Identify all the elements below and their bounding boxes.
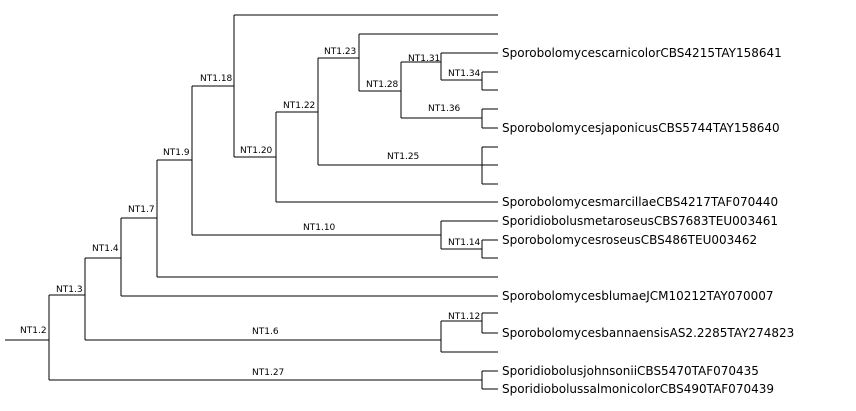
node-label-nt1-18: NT1.18 <box>200 74 233 84</box>
node-label-nt1-23: NT1.23 <box>324 47 356 57</box>
node-label-nt1-9: NT1.9 <box>163 148 190 158</box>
node-label-nt1-31: NT1.31 <box>408 54 440 64</box>
node-label-nt1-20: NT1.20 <box>240 146 273 156</box>
leaf-label-japonicus: SporobolomycesjaponicusCBS5744TAY158640 <box>502 121 780 135</box>
node-label-nt1-36: NT1.36 <box>428 104 461 114</box>
leaf-label-carnicolor: SporobolomycescarnicolorCBS4215TAY158641 <box>502 46 782 60</box>
node-label-nt1-25: NT1.25 <box>387 152 419 162</box>
leaf-label-bannaensis: SporobolomycesbannaensisAS2.2285TAY27482… <box>502 326 794 340</box>
node-label-nt1-27: NT1.27 <box>252 368 284 378</box>
leaf-label-johnsonii: SporidiobolusjohnsoniiCBS5470TAF070435 <box>502 364 759 378</box>
leaf-label-roseus: SporobolomycesroseusCBS486TEU003462 <box>502 233 757 247</box>
leaf-label-salmonicolor: SporidiobolussalmonicolorCBS490TAF070439 <box>502 382 774 396</box>
node-label-nt1-7: NT1.7 <box>128 205 155 215</box>
node-label-nt1-22: NT1.22 <box>283 101 315 111</box>
tree-branches <box>5 14 498 390</box>
tree-labels: NT1.2NT1.3NT1.4NT1.7NT1.9NT1.18NT1.20NT1… <box>20 46 794 396</box>
node-label-nt1-10: NT1.10 <box>303 223 336 233</box>
node-label-nt1-3: NT1.3 <box>56 285 83 295</box>
leaf-label-metaroseus: SporidiobolusmetaroseusCBS7683TEU003461 <box>502 214 778 228</box>
node-label-nt1-2: NT1.2 <box>20 326 47 336</box>
node-label-nt1-34: NT1.34 <box>448 69 481 79</box>
node-label-nt1-4: NT1.4 <box>92 244 119 254</box>
node-label-nt1-12: NT1.12 <box>448 312 480 322</box>
leaf-label-blumae: SporobolomycesblumaeJCM10212TAY070007 <box>502 289 774 303</box>
node-label-nt1-6: NT1.6 <box>252 327 279 337</box>
node-label-nt1-28: NT1.28 <box>366 80 399 90</box>
leaf-label-marcillae: SporobolomycesmarcillaeCBS4217TAF070440 <box>502 195 778 209</box>
node-label-nt1-14: NT1.14 <box>448 238 481 248</box>
